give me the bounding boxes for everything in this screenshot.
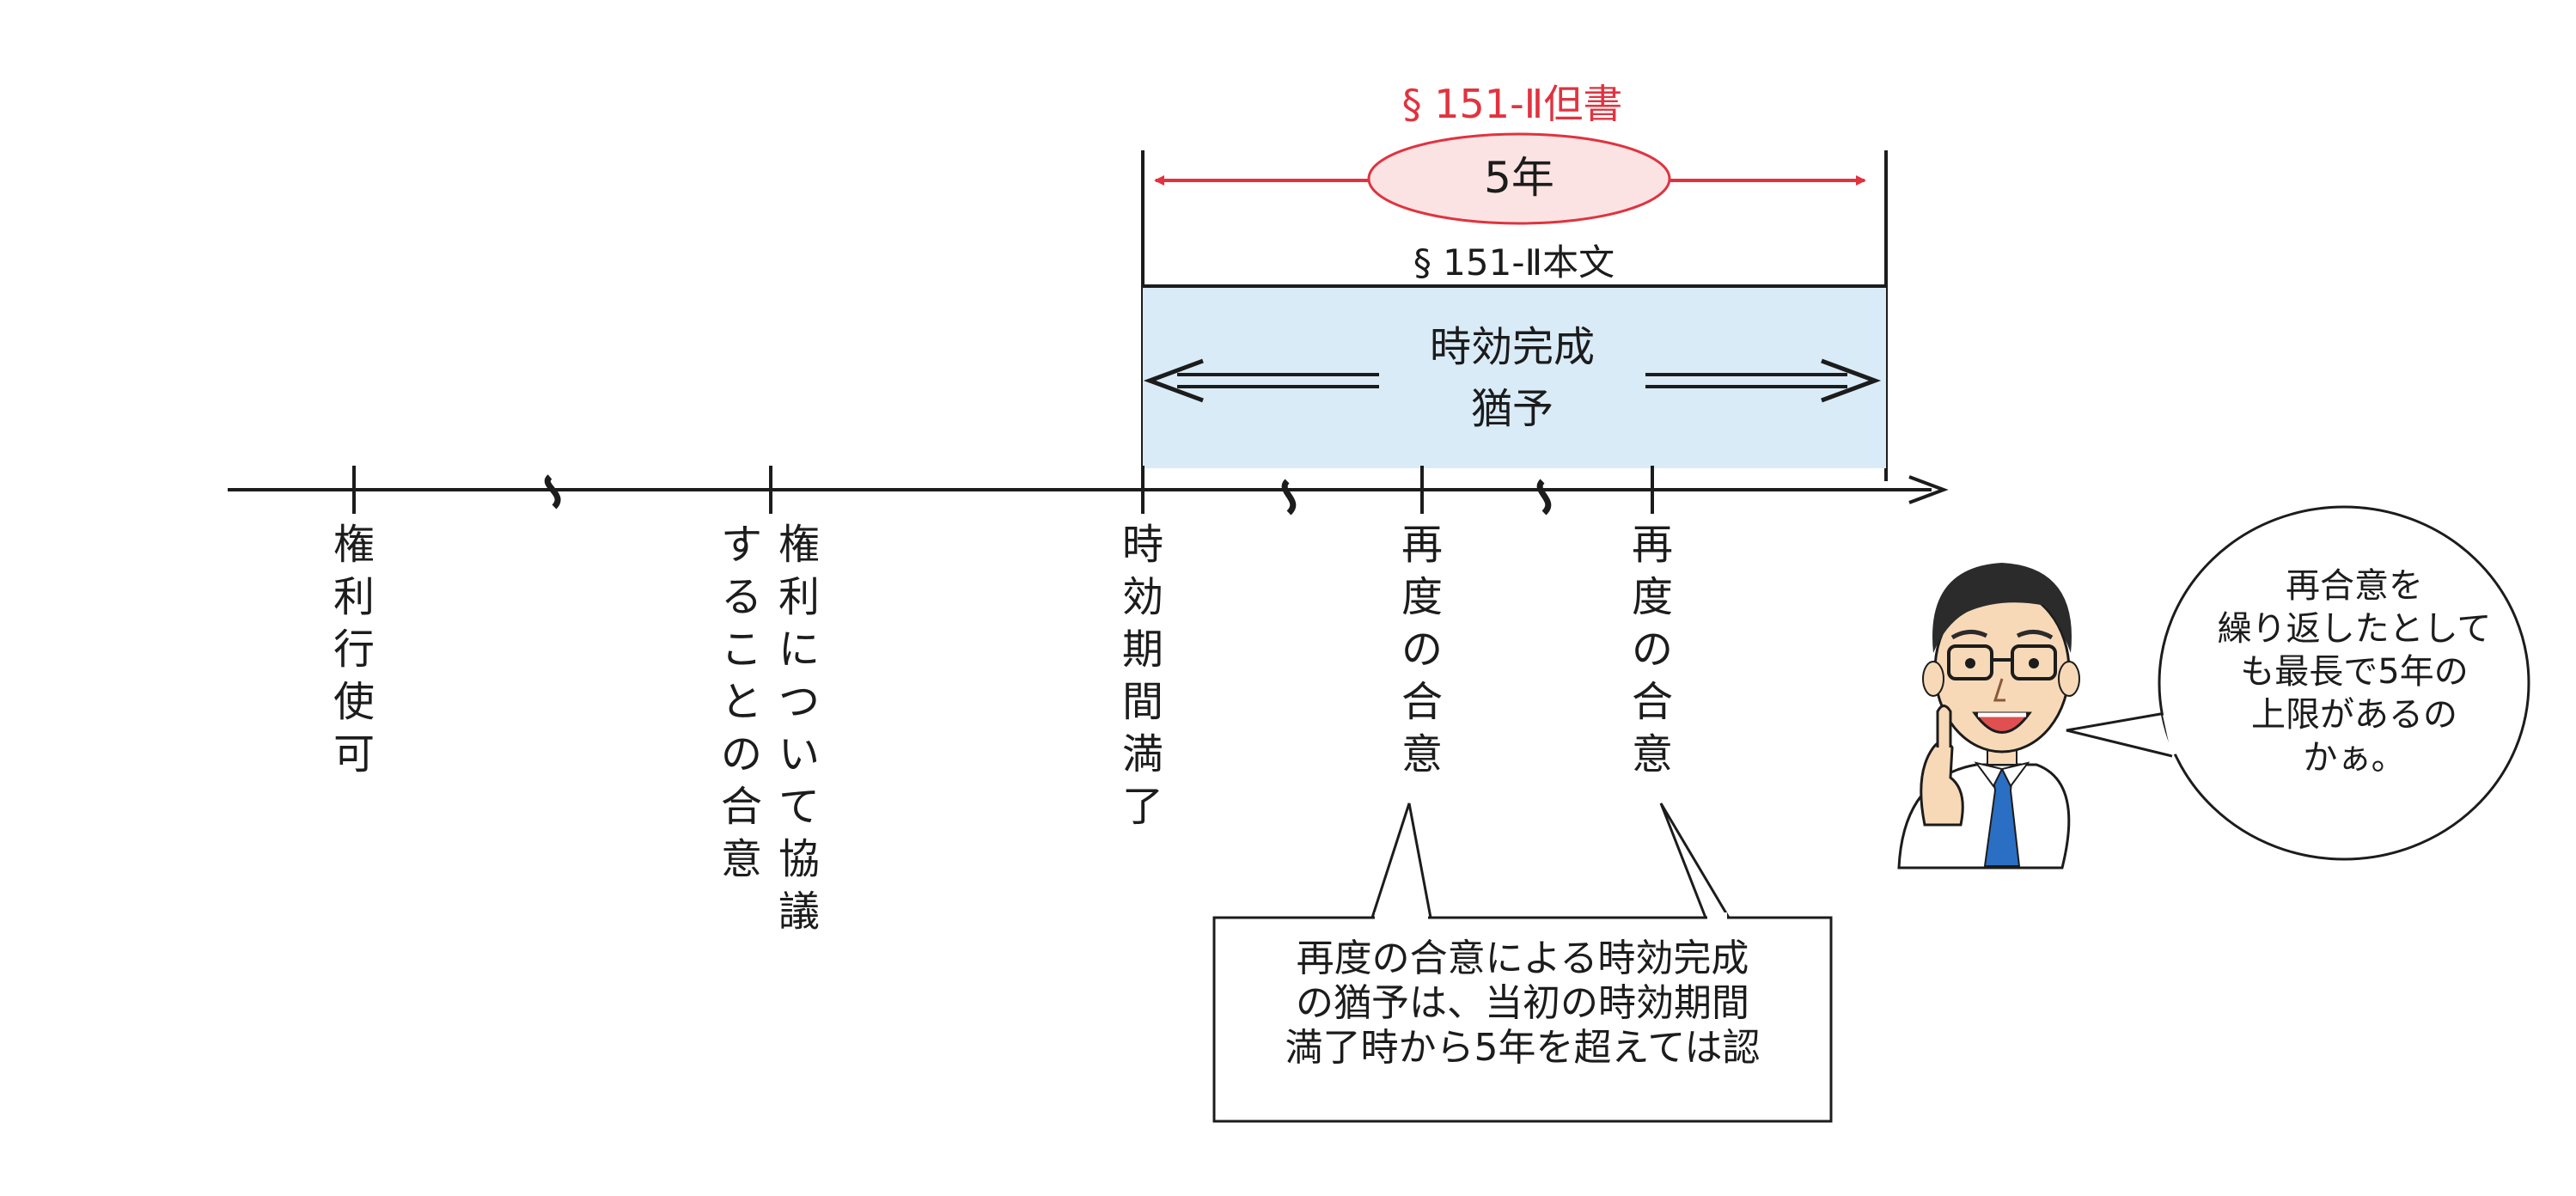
- svg-text:つ: つ: [778, 678, 820, 726]
- svg-text:期: 期: [1122, 625, 1163, 674]
- speech-line: 上限があるの: [2251, 695, 2457, 735]
- svg-text:合: 合: [721, 783, 762, 831]
- svg-text:再: 再: [1632, 521, 1673, 569]
- main-text-label: § 151-Ⅱ本文: [1413, 241, 1615, 284]
- svg-text:時: 時: [1122, 521, 1163, 569]
- svg-text:意: 意: [1401, 730, 1443, 778]
- svg-text:に: に: [778, 625, 820, 674]
- glasses-right: [2011, 644, 2057, 680]
- svg-text:の: の: [1632, 625, 1673, 674]
- break-mark-1: [545, 474, 561, 510]
- suspension-line1: 時効完成: [1430, 323, 1595, 371]
- note-box: [1212, 916, 1833, 1123]
- break-mark-2: [1281, 479, 1297, 516]
- svg-text:合: 合: [1401, 678, 1443, 726]
- hair: [1932, 563, 2072, 653]
- svg-text:意: 意: [721, 835, 762, 883]
- svg-text:了: 了: [1122, 783, 1163, 831]
- svg-text:議: 議: [778, 888, 820, 936]
- svg-text:可: 可: [333, 730, 375, 778]
- glasses-left: [1947, 644, 1993, 680]
- svg-text:間: 間: [1122, 678, 1163, 726]
- note-line: 再度の合意による時効完成: [1297, 937, 1749, 980]
- note-line: 満了時から5年を超えては認: [1285, 1026, 1761, 1070]
- note-line: の猶予は、当初の時効期間: [1296, 981, 1749, 1025]
- svg-text:協: 協: [778, 835, 820, 883]
- note-callout-2: [1659, 802, 1731, 918]
- mouth: [1972, 711, 2032, 734]
- svg-text:満: 満: [1122, 730, 1163, 778]
- svg-text:効: 効: [1122, 573, 1163, 621]
- max-period-oval: [1367, 132, 1671, 225]
- max-period-label: 5年: [1484, 153, 1554, 203]
- svg-text:合: 合: [1632, 678, 1673, 726]
- note-callout-1: [1370, 802, 1432, 918]
- svg-text:い: い: [778, 730, 820, 778]
- svg-text:の: の: [1401, 625, 1443, 674]
- svg-text:利: 利: [778, 573, 820, 621]
- svg-text:再: 再: [1401, 521, 1443, 569]
- svg-text:意: 意: [1632, 730, 1673, 778]
- suspension-right-double-arrow: [1645, 358, 1882, 403]
- speech-line: かぁ。: [2303, 738, 2405, 778]
- svg-text:て: て: [778, 783, 820, 831]
- speech-bubble: [2066, 505, 2530, 861]
- svg-text:行: 行: [333, 625, 375, 674]
- svg-text:権: 権: [333, 521, 375, 569]
- svg-text:度: 度: [1401, 573, 1443, 621]
- svg-text:の: の: [721, 730, 762, 778]
- suspension-band: [1143, 286, 1886, 468]
- speech-line: 再合意を: [2286, 566, 2423, 606]
- svg-text:と: と: [721, 678, 762, 726]
- svg-text:使: 使: [333, 678, 375, 726]
- suspension-line2: 猶予: [1471, 385, 1554, 433]
- timeline-arrowhead: [1908, 475, 1949, 504]
- teacher-illustration: [1897, 563, 2080, 870]
- svg-text:る: る: [721, 573, 762, 621]
- break-mark-3: [1536, 479, 1552, 516]
- svg-text:度: 度: [1632, 573, 1673, 621]
- speech-line: も最長で5年の: [2240, 652, 2468, 692]
- proviso-label: § 151-Ⅱ但書: [1402, 81, 1623, 127]
- hand: [1920, 740, 1964, 827]
- speech-line: 繰り返したとして: [2218, 609, 2492, 649]
- timeline-label-re-agreement-1-col0: 再度の合意: [1401, 521, 1443, 778]
- suspension-left-double-arrow: [1143, 358, 1379, 403]
- svg-text:利: 利: [333, 573, 375, 621]
- svg-text:す: す: [721, 521, 762, 569]
- timeline-label-re-agreement-2-col0: 再度の合意: [1632, 521, 1673, 778]
- svg-text:権: 権: [778, 521, 820, 569]
- svg-text:こ: こ: [721, 625, 762, 674]
